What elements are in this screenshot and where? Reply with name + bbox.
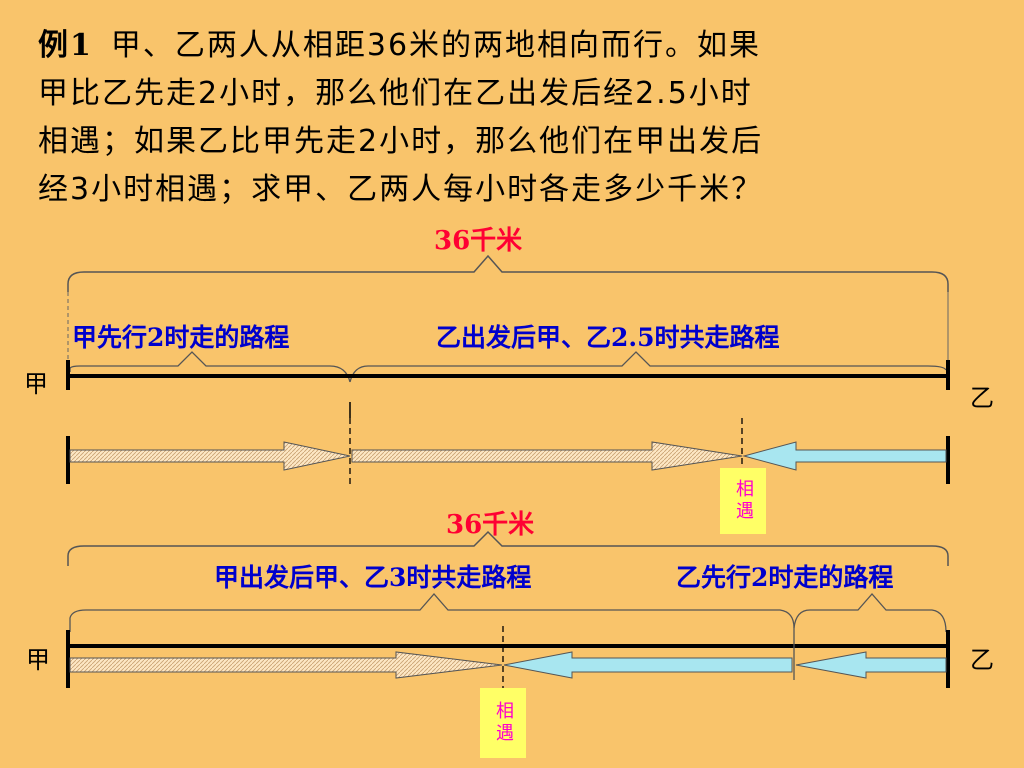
endpoint-yi-2: 乙 (970, 646, 994, 674)
segment-brace-1a (69, 351, 351, 383)
segment-label-2a: 甲出发后甲、乙3时共走路程 (214, 563, 532, 592)
arrow-yi-1 (742, 441, 947, 471)
endpoint-jia-2: 甲 (26, 646, 50, 674)
arrow-yi-second-2 (503, 651, 793, 679)
segment-brace-2a (69, 593, 795, 632)
problem-line-2: 甲比乙先走2小时，那么他们在乙出发后经2.5小时 (38, 76, 753, 111)
total-distance-label-2: 36千米 (446, 510, 535, 540)
meet-point-label-1: 相遇 (720, 468, 766, 534)
segment-label-1a: 甲先行2时走的路程 (72, 323, 290, 352)
arrow-jia-first-1 (69, 441, 351, 471)
segment-brace-1b (349, 351, 947, 383)
segment-label-2b: 乙先行2时走的路程 (676, 563, 894, 592)
total-brace-2 (67, 530, 949, 566)
problem-line-3: 相遇；如果乙比甲先走2小时，那么他们在甲出发后 (38, 124, 764, 159)
segment-brace-2b (793, 593, 947, 633)
segment-label-1b: 乙出发后甲、乙2.5时共走路程 (436, 323, 780, 352)
total-brace-1 (67, 254, 949, 292)
arrow-jia-second-1 (351, 441, 743, 471)
total-distance-label-1: 36千米 (434, 226, 523, 256)
problem-line-4: 经3小时相遇；求甲、乙两人每小时各走多少千米？ (38, 172, 764, 207)
example-label: 例1 (38, 28, 93, 63)
endpoint-yi-1: 乙 (970, 384, 994, 412)
arrow-yi-first-2 (795, 651, 947, 679)
endpoint-jia-1: 甲 (24, 370, 48, 398)
meet-point-label-2: 相遇 (480, 688, 526, 758)
arrow-jia-2 (69, 651, 503, 679)
